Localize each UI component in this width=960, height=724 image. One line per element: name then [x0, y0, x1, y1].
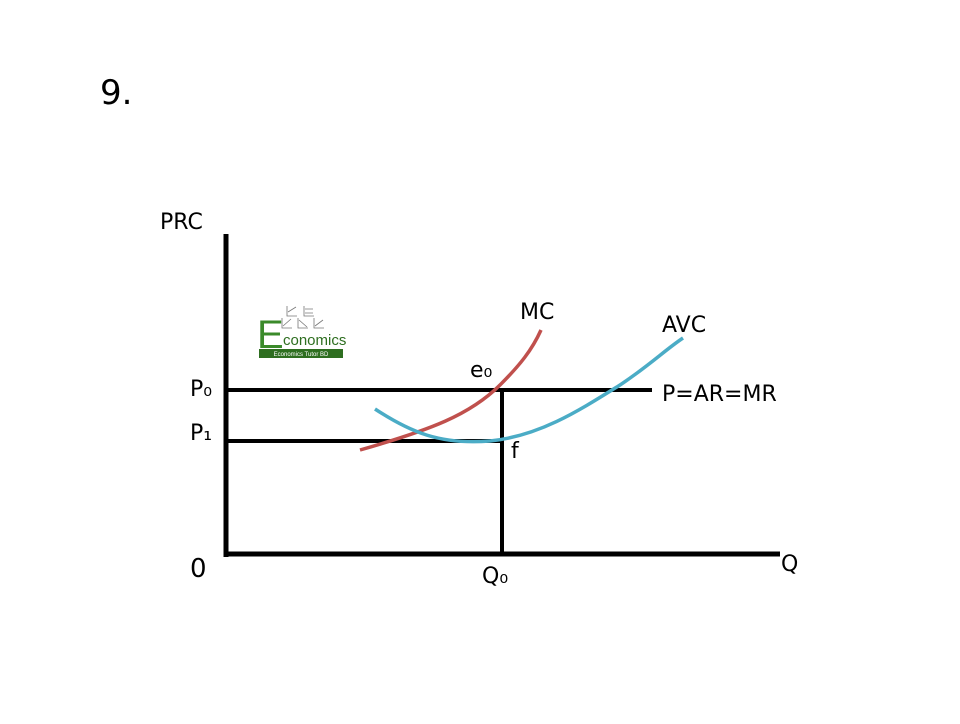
origin-label: 0: [190, 554, 207, 584]
point-f-label: f: [511, 439, 520, 464]
mini-chart-icons: [281, 306, 324, 329]
price-p1-label: P₁: [190, 421, 212, 446]
logo-tagline: Economics Tutor BD: [274, 352, 329, 358]
y-axis-label: PRC: [160, 210, 203, 235]
logo-tagline-bar: [259, 349, 343, 358]
economics-logo: E conomics Economics Tutor BD: [257, 306, 346, 358]
x-axis-label: Q: [781, 552, 798, 577]
mc-curve: [359, 329, 543, 452]
mc-label: MC: [520, 300, 554, 325]
point-e0-label: e₀: [470, 358, 493, 383]
avc-label: AVC: [662, 313, 706, 338]
quantity-q0-label: Q₀: [482, 564, 508, 589]
price-p0-label: P₀: [190, 377, 212, 402]
logo-word: conomics: [283, 332, 346, 349]
avc-curve: [374, 336, 684, 444]
slide-number: 9.: [100, 73, 132, 113]
demand-label: P=AR=MR: [662, 382, 777, 407]
